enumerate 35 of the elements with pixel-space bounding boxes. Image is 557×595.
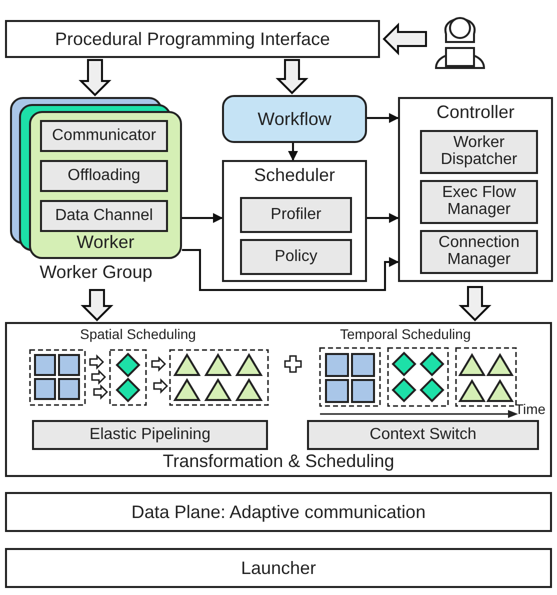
component-box: Worker Dispatcher	[420, 130, 538, 174]
layer-box: Procedural Programming Interface	[5, 20, 380, 58]
workflow-box: Workflow	[222, 95, 367, 143]
module-box	[398, 97, 553, 282]
layer-box: Launcher	[5, 548, 552, 588]
component-box: Offloading	[40, 160, 168, 192]
block-arrow	[276, 59, 308, 94]
component-box: Context Switch	[307, 420, 539, 450]
module-title: Scheduler	[252, 166, 336, 185]
arrow	[182, 213, 223, 223]
component-box: Connection Manager	[420, 230, 538, 274]
component-box: Profiler	[240, 197, 352, 233]
module-box	[5, 322, 552, 477]
arrow	[288, 143, 298, 161]
arrow	[367, 213, 399, 223]
axis-label: Time	[515, 401, 546, 417]
module-title: Transformation & Scheduling	[162, 452, 396, 471]
section-label: Temporal Scheduling	[340, 326, 471, 342]
layer-box: Data Plane: Adaptive communication	[5, 492, 552, 532]
module-box	[222, 160, 367, 282]
group-caption: Worker Group	[38, 263, 154, 282]
arrow	[367, 113, 399, 123]
section-label: Spatial Scheduling	[80, 326, 196, 342]
component-box: Communicator	[40, 120, 168, 152]
component-box: Policy	[240, 239, 352, 275]
worker-label: Worker	[76, 233, 136, 252]
arrow	[182, 249, 399, 291]
block-arrow	[382, 22, 427, 56]
component-box: Elastic Pipelining	[32, 420, 268, 450]
module-title: Controller	[435, 103, 516, 122]
block-arrow	[80, 289, 114, 322]
block-arrow	[78, 59, 112, 96]
component-box: Exec Flow Manager	[420, 180, 538, 224]
block-arrow	[458, 286, 492, 322]
component-box: Data Channel	[40, 200, 168, 232]
